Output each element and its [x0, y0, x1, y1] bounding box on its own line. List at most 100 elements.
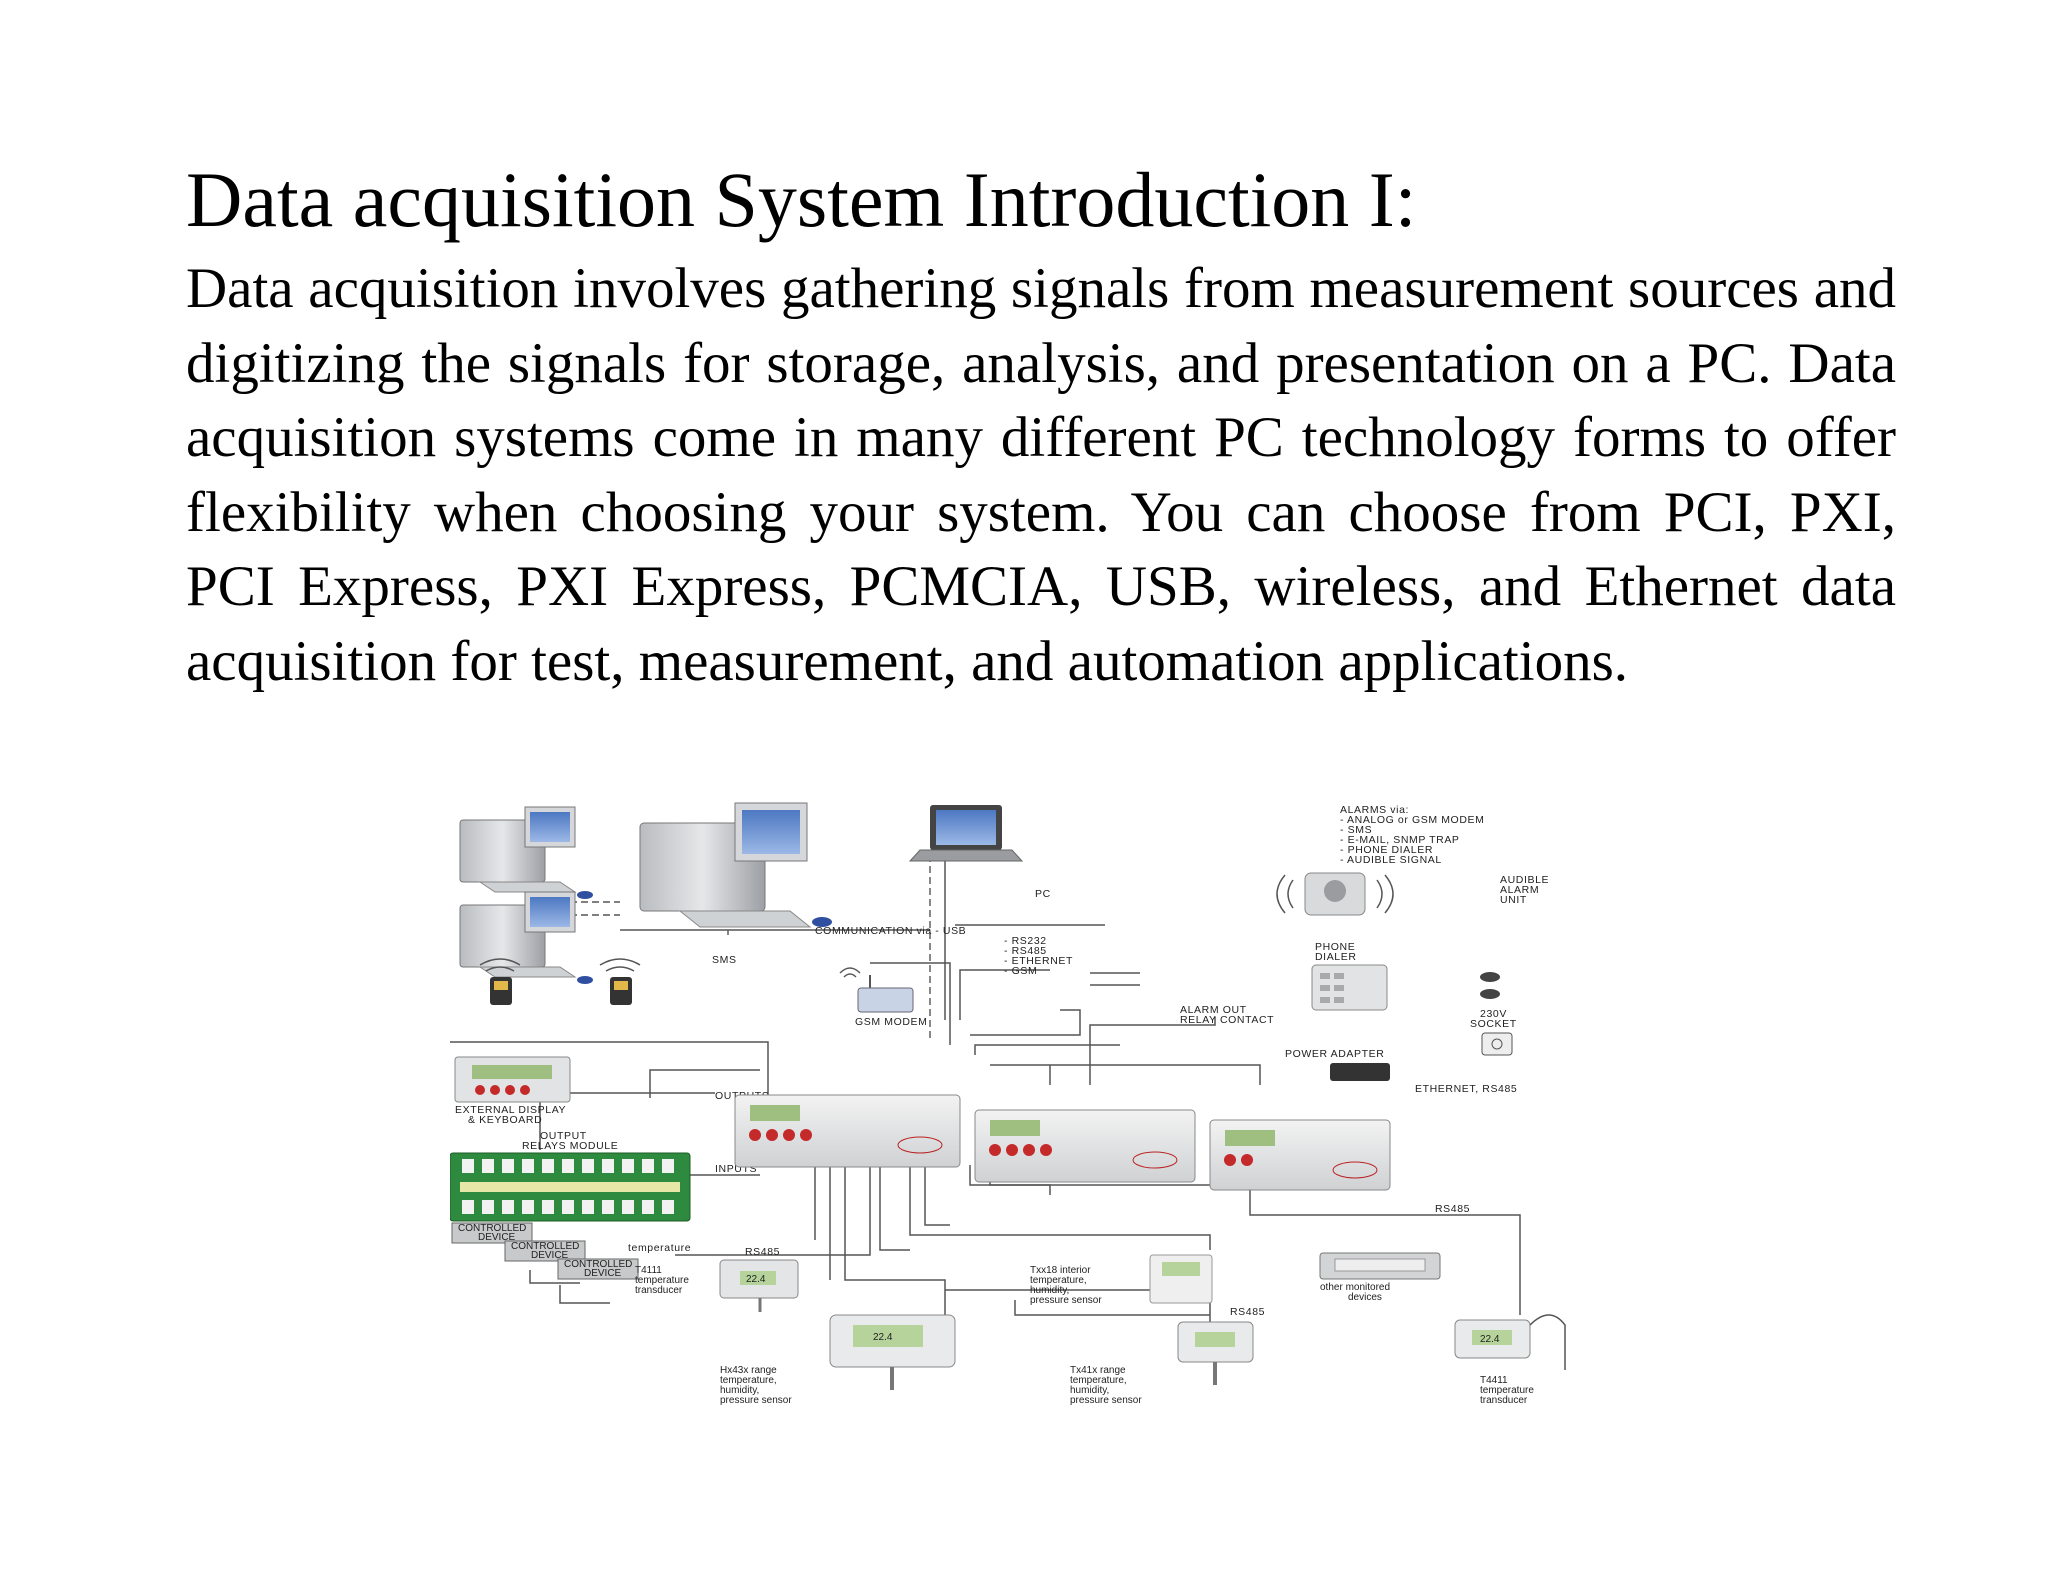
svg-text:OUTPUT: OUTPUT — [540, 1130, 587, 1142]
alarm-out-label: ALARM OUT RELAY CONTACT — [1180, 1004, 1274, 1026]
svg-text:Hx43x range: Hx43x range — [720, 1365, 777, 1376]
t4111-label: T4111 temperature transducer — [635, 1265, 689, 1296]
phone-dialer-label: PHONE DIALER — [1315, 941, 1357, 963]
svg-text:EXTERNAL DISPLAY: EXTERNAL DISPLAY — [455, 1104, 566, 1116]
svg-text:transducer: transducer — [1480, 1395, 1528, 1406]
svg-text:AUDIBLE: AUDIBLE — [1500, 874, 1549, 886]
svg-text:pressure sensor: pressure sensor — [720, 1395, 792, 1406]
power-adapter-label: POWER ADAPTER — [1285, 1048, 1384, 1060]
svg-text:humidity,: humidity, — [1030, 1285, 1069, 1296]
svg-text:- RS485: - RS485 — [1004, 945, 1047, 957]
txx18-label: Txx18 interior temperature, humidity, pr… — [1030, 1265, 1102, 1306]
alarms-list: ALARMS via: - ANALOG or GSM MODEM - SMS … — [1340, 804, 1484, 866]
svg-text:COMMUNICATION via - USB: COMMUNICATION via - USB — [815, 925, 966, 937]
svg-text:RELAYS MODULE: RELAYS MODULE — [522, 1140, 618, 1152]
wireless-logger-icon — [599, 958, 641, 1005]
data-logger-unit — [974, 1109, 1196, 1183]
svg-text:PHONE: PHONE — [1315, 941, 1355, 953]
socket-icon — [1481, 1032, 1513, 1056]
svg-text:ALARM OUT: ALARM OUT — [1180, 1004, 1247, 1016]
wireless-logger-icon — [479, 958, 521, 1005]
temperature-label: temperature — [628, 1242, 691, 1254]
external-display-icon — [454, 1056, 571, 1103]
desktop-pc-icon — [459, 806, 593, 899]
hx43x-label: Hx43x range temperature, humidity, press… — [720, 1365, 792, 1406]
hx43x-sensor-icon: 22.4 — [829, 1314, 956, 1390]
tx41x-label: Tx41x range temperature, humidity, press… — [1070, 1365, 1142, 1406]
svg-text:temperature: temperature — [1480, 1385, 1534, 1396]
svg-text:pressure sensor: pressure sensor — [1030, 1295, 1102, 1306]
svg-text:CONTROLLED: CONTROLLED — [458, 1223, 526, 1234]
other-device-icon — [1319, 1252, 1441, 1280]
data-acquisition-diagram: PC SMS COMMUNICATION via - USB - RS232 -… — [450, 795, 1600, 1425]
data-logger-unit — [734, 1094, 961, 1168]
svg-text:Tx41x range: Tx41x range — [1070, 1365, 1126, 1376]
slide-body-text: Data acquisition involves gathering sign… — [186, 257, 1896, 693]
svg-text:22.4: 22.4 — [1480, 1334, 1500, 1345]
desktop-pc-icon — [639, 802, 832, 928]
controlled-device-box: CONTROLLED DEVICE — [557, 1258, 639, 1280]
txx18-sensor-icon — [1149, 1254, 1213, 1304]
svg-text:DEVICE: DEVICE — [478, 1232, 516, 1243]
svg-text:- AUDIBLE SIGNAL: - AUDIBLE SIGNAL — [1340, 854, 1442, 866]
svg-text:T4411: T4411 — [1480, 1375, 1508, 1386]
other-devices-label: other monitored devices — [1320, 1282, 1390, 1303]
svg-text:temperature,: temperature, — [720, 1375, 777, 1386]
tx41x-sensor-icon — [1177, 1321, 1254, 1385]
svg-text:- ETHERNET: - ETHERNET — [1004, 955, 1073, 967]
audible-alarm-label: AUDIBLE ALARM UNIT — [1500, 874, 1549, 906]
svg-text:temperature,: temperature, — [1070, 1375, 1127, 1386]
svg-text:- RS232: - RS232 — [1004, 935, 1047, 947]
t4411-transducer-icon: 22.4 — [1454, 1314, 1566, 1370]
audible-alarm-icon — [1276, 872, 1394, 916]
svg-text:230V: 230V — [1480, 1008, 1507, 1020]
svg-text:devices: devices — [1348, 1292, 1382, 1303]
svg-text:DEVICE: DEVICE — [584, 1268, 622, 1279]
gsm-modem-label: GSM MODEM — [855, 1016, 927, 1028]
svg-text:& KEYBOARD: & KEYBOARD — [468, 1114, 542, 1126]
gsm-modem-icon — [839, 967, 914, 1013]
svg-text:CONTROLLED: CONTROLLED — [564, 1259, 632, 1270]
rs485-label: RS485 — [1435, 1203, 1470, 1215]
svg-text:humidity,: humidity, — [1070, 1385, 1109, 1396]
output-relays-label: OUTPUT RELAYS MODULE — [522, 1130, 618, 1152]
desktop-pc-icon — [459, 891, 593, 984]
svg-text:22.4: 22.4 — [873, 1332, 893, 1343]
svg-text:CONTROLLED: CONTROLLED — [511, 1241, 579, 1252]
rs485-label: RS485 — [1230, 1306, 1265, 1318]
controlled-device-box: CONTROLLED DEVICE — [451, 1222, 533, 1244]
svg-text:other monitored: other monitored — [1320, 1282, 1390, 1293]
telephone-icon — [1480, 972, 1500, 999]
svg-text:RELAY CONTACT: RELAY CONTACT — [1180, 1014, 1274, 1026]
svg-text:DEVICE: DEVICE — [531, 1250, 569, 1261]
svg-text:humidity,: humidity, — [720, 1385, 759, 1396]
svg-text:SOCKET: SOCKET — [1470, 1018, 1517, 1030]
t4111-transducer-icon: 22.4 — [719, 1259, 799, 1312]
svg-text:- SMS: - SMS — [1340, 824, 1372, 836]
communication-label: COMMUNICATION via - USB - RS232 - RS485 … — [815, 925, 1073, 977]
power-adapter-icon — [1330, 1063, 1390, 1081]
svg-text:ALARMS via:: ALARMS via: — [1340, 804, 1409, 816]
svg-text:- PHONE DIALER: - PHONE DIALER — [1340, 844, 1433, 856]
pc-label: PC — [1035, 888, 1051, 900]
svg-text:- GSM: - GSM — [1004, 965, 1037, 977]
svg-text:transducer: transducer — [635, 1285, 683, 1296]
sms-label: SMS — [712, 954, 737, 966]
t4411-label: T4411 temperature transducer — [1480, 1375, 1534, 1406]
relay-board-icon — [450, 1152, 691, 1222]
ethernet-rs485-label: ETHERNET, RS485 — [1415, 1083, 1517, 1095]
laptop-icon — [908, 805, 1024, 862]
svg-text:22.4: 22.4 — [746, 1274, 766, 1285]
data-logger-unit — [1209, 1119, 1391, 1191]
svg-text:- E-MAIL, SNMP TRAP: - E-MAIL, SNMP TRAP — [1340, 834, 1460, 846]
external-display-label: EXTERNAL DISPLAY & KEYBOARD — [455, 1104, 566, 1126]
svg-text:DIALER: DIALER — [1315, 951, 1357, 963]
svg-text:UNIT: UNIT — [1500, 894, 1527, 906]
svg-text:ALARM: ALARM — [1500, 884, 1539, 896]
svg-text:temperature,: temperature, — [1030, 1275, 1087, 1286]
rs485-label: RS485 — [745, 1246, 780, 1258]
svg-text:- ANALOG or GSM MODEM: - ANALOG or GSM MODEM — [1340, 814, 1484, 826]
controlled-device-box: CONTROLLED DEVICE — [504, 1240, 586, 1262]
phone-dialer-icon — [1311, 964, 1388, 1011]
slide-title: Data acquisition System Introduction I: — [186, 156, 1417, 243]
